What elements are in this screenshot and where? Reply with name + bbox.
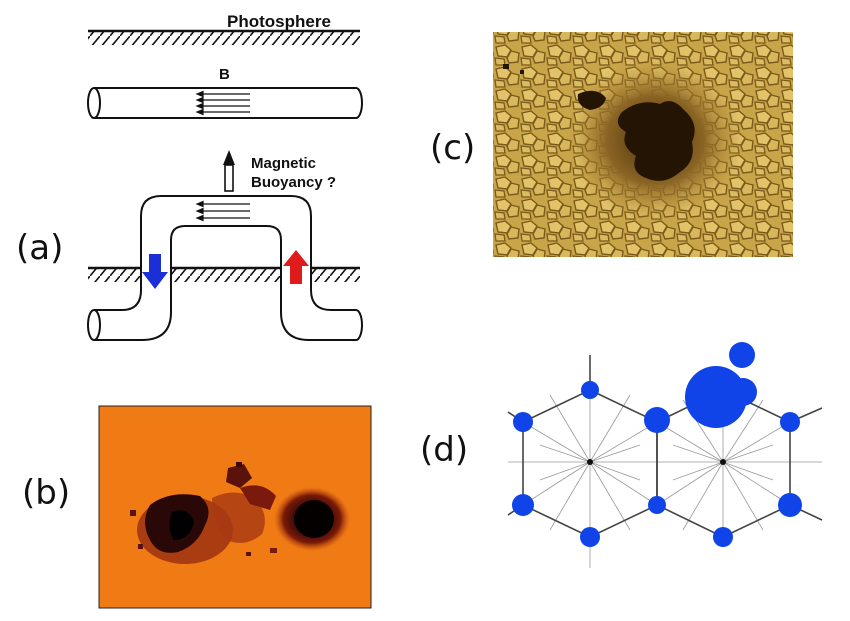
down-arrow-blue: [142, 254, 168, 289]
panel-d-convection-cells: [507, 342, 823, 568]
field-label-b: B: [219, 66, 230, 83]
radial-flow-lines: [508, 355, 822, 568]
photosphere-surface-top: [88, 29, 360, 45]
photosphere-surface-lower: [88, 266, 360, 282]
flux-tube-straight: [87, 87, 363, 119]
panel-label-d: (d): [420, 430, 469, 470]
panel-label-c: (c): [430, 128, 476, 168]
cell-center-left: [587, 459, 593, 465]
panel-b-sunspot-image: [98, 405, 372, 609]
buoyancy-label-line1: Magnetic: [251, 155, 316, 172]
sunspot-group-b: [130, 462, 350, 564]
up-arrow-red: [283, 250, 309, 284]
hexagon-cell-edges: [507, 355, 823, 538]
field-arrows-straight: [195, 90, 250, 116]
field-arrows-loop: [195, 200, 250, 222]
buoyancy-arrow: [223, 150, 235, 192]
panel-a-diagram: Photosphere B Magnetic Buoyancy ?: [87, 12, 363, 341]
magnetic-flux-nodes: [512, 342, 802, 547]
panel-label-a: (a): [16, 228, 64, 268]
cell-center-right: [720, 459, 726, 465]
umbra-c: [503, 64, 695, 181]
photosphere-label: Photosphere: [227, 12, 331, 31]
buoyancy-label-line2: Buoyancy ?: [251, 174, 336, 191]
panel-c-sunspot-granulation: [493, 32, 793, 257]
panel-label-b: (b): [22, 473, 71, 513]
